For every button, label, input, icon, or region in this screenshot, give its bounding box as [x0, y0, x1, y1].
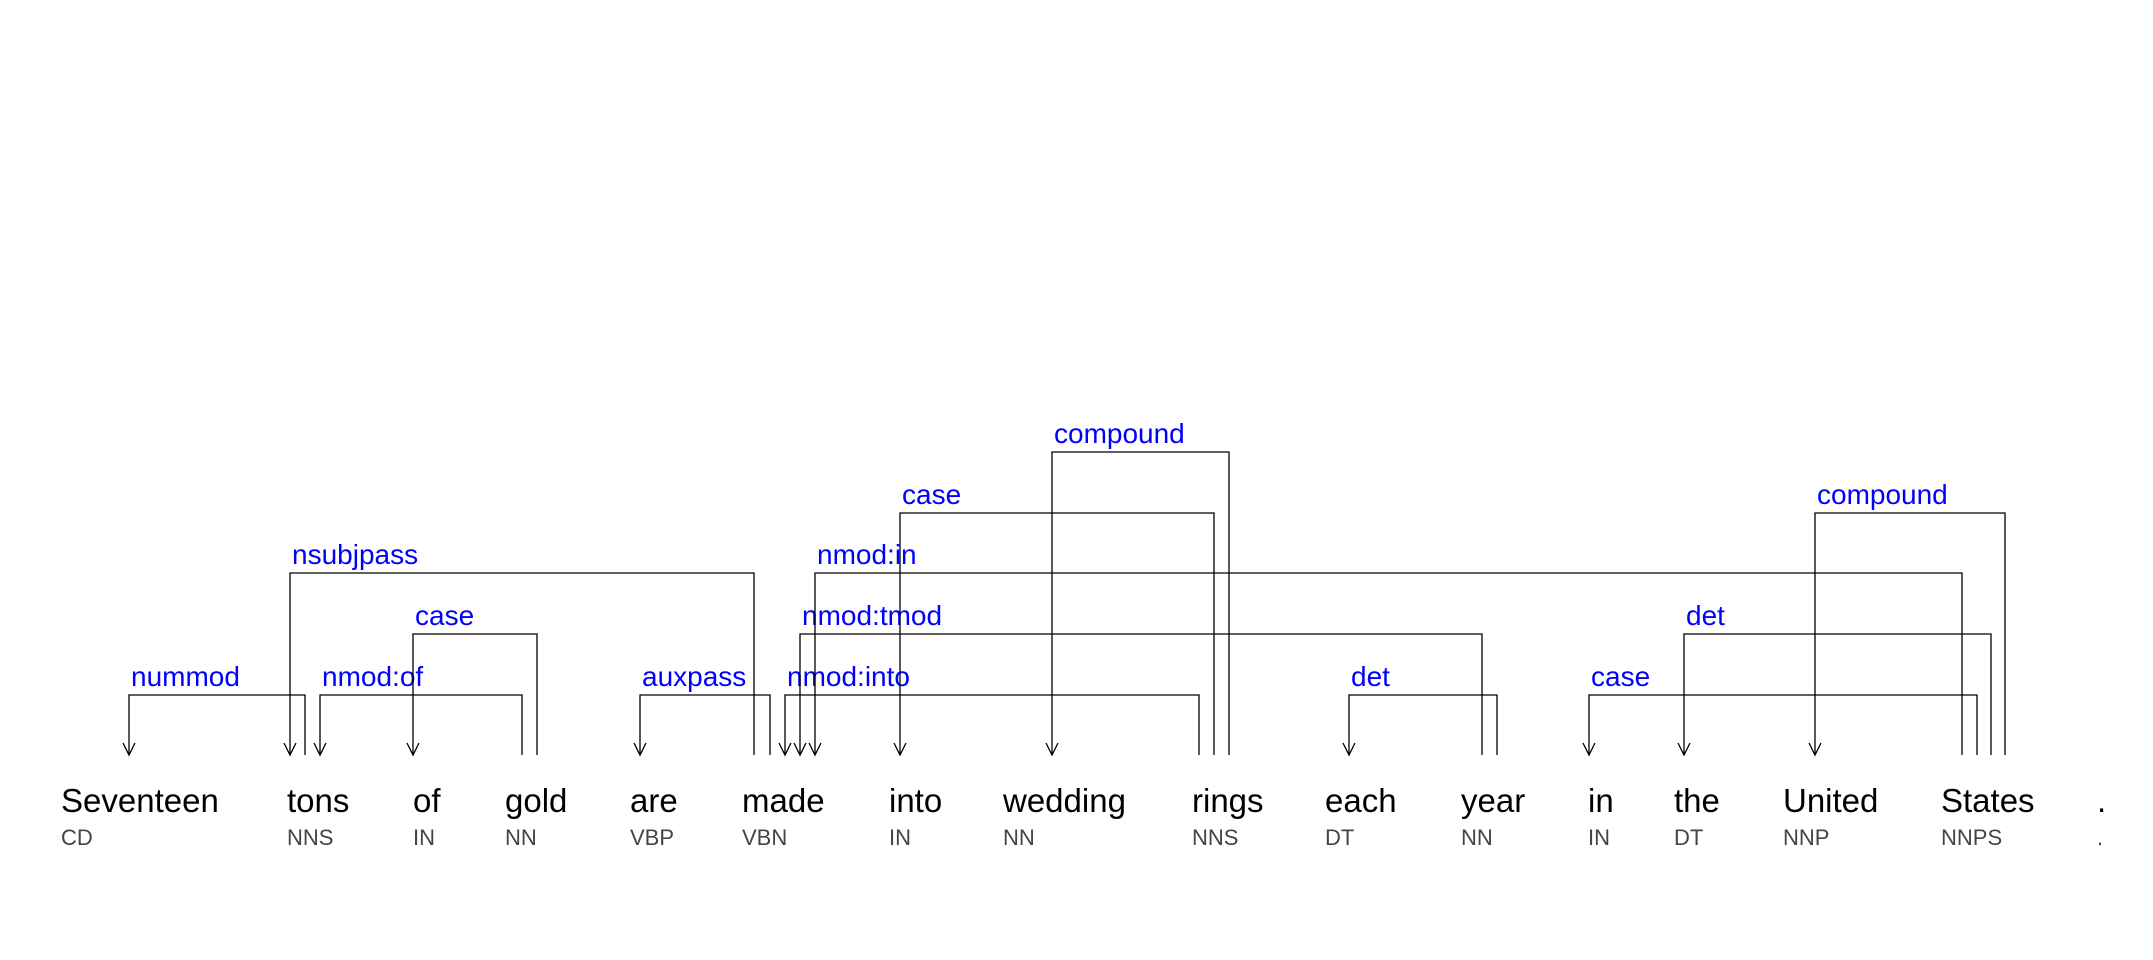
arc-arrowhead: [1582, 742, 1596, 757]
arc-label: compound: [1054, 418, 1185, 449]
arc-arrowhead: [283, 742, 297, 757]
token-pos-tag: DT: [1325, 825, 1354, 850]
arc-arrowhead: [122, 742, 136, 757]
arc-arrowhead: [893, 742, 907, 757]
arc-label: case: [902, 479, 961, 510]
dependency-arc: [319, 694, 523, 755]
token-word: are: [630, 782, 678, 819]
arc-arrowhead: [808, 742, 822, 757]
token-word: States: [1941, 782, 2035, 819]
arc-label: det: [1351, 661, 1390, 692]
token-pos-tag: NN: [1461, 825, 1493, 850]
token-pos-tag: NNS: [1192, 825, 1238, 850]
dependency-arc: [1814, 512, 2006, 755]
token-word: tons: [287, 782, 349, 819]
token-pos-tag: NNPS: [1941, 825, 2002, 850]
token-word: United: [1783, 782, 1878, 819]
arc-label: case: [415, 600, 474, 631]
arc-label: nsubjpass: [292, 539, 418, 570]
token-pos-tag: NNP: [1783, 825, 1829, 850]
arc-label: nmod:in: [817, 539, 917, 570]
token-word: gold: [505, 782, 567, 819]
token-word: in: [1588, 782, 1614, 819]
dependency-arc: [128, 694, 306, 755]
token-pos-tag: VBP: [630, 825, 674, 850]
arc-arrowhead: [1045, 742, 1059, 757]
arc-label: nummod: [131, 661, 240, 692]
dependency-arc: [1683, 633, 1992, 755]
dependency-arc: [412, 633, 538, 755]
dependency-arc: [899, 512, 1215, 755]
token-word: into: [889, 782, 942, 819]
dependency-arc: [639, 694, 771, 755]
arc-label: nmod:tmod: [802, 600, 942, 631]
arc-arrowhead: [313, 742, 327, 757]
token-pos-tag: CD: [61, 825, 93, 850]
token-pos-tag: NN: [1003, 825, 1035, 850]
token-word: year: [1461, 782, 1525, 819]
arc-label: case: [1591, 661, 1650, 692]
dependency-arc: [289, 572, 755, 755]
arc-arrowhead: [1342, 742, 1356, 757]
arc-arrowhead: [406, 742, 420, 757]
arc-arrowhead: [1677, 742, 1691, 757]
dependency-arc: [1051, 451, 1230, 755]
arc-label: det: [1686, 600, 1725, 631]
arc-label: nmod:of: [322, 661, 423, 692]
token-pos-tag: NN: [505, 825, 537, 850]
token-pos-tag: DT: [1674, 825, 1703, 850]
arcs-layer: nummod nmod:of case nsubjpass auxpass nmod:in…: [122, 418, 2006, 757]
arc-label: nmod:into: [787, 661, 910, 692]
token-word: wedding: [1002, 782, 1126, 819]
dependency-arc: [1348, 694, 1498, 755]
token-word: each: [1325, 782, 1397, 819]
token-word: the: [1674, 782, 1720, 819]
token-word: rings: [1192, 782, 1264, 819]
arc-arrowhead: [1808, 742, 1822, 757]
token-word: made: [742, 782, 825, 819]
token-pos-tag: .: [2097, 825, 2103, 850]
dependency-arc: [784, 694, 1200, 755]
arc-arrowhead: [793, 742, 807, 757]
token-pos-tag: VBN: [742, 825, 787, 850]
token-word: of: [413, 782, 441, 819]
arc-label: compound: [1817, 479, 1948, 510]
arc-arrowhead: [778, 742, 792, 757]
token-pos-tag: IN: [889, 825, 911, 850]
arc-arrowhead: [633, 742, 647, 757]
dependency-arc: [1588, 694, 1978, 755]
token-pos-tag: NNS: [287, 825, 333, 850]
token-word: .: [2097, 782, 2106, 819]
token-pos-tag: IN: [1588, 825, 1610, 850]
dependency-arc: [814, 572, 1963, 755]
token-pos-tag: IN: [413, 825, 435, 850]
arc-label: auxpass: [642, 661, 746, 692]
token-word: Seventeen: [61, 782, 219, 819]
